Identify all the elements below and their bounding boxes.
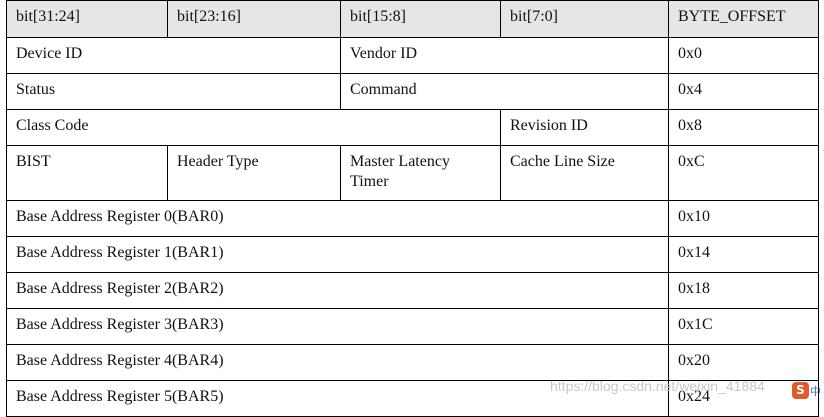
cell-offset: 0xC [668, 145, 819, 201]
cell-header-type: Header Type [167, 145, 341, 201]
cell-offset: 0x4 [668, 73, 819, 110]
cell-bar3: Base Address Register 3(BAR3) [6, 308, 669, 345]
cell-bar4: Base Address Register 4(BAR4) [6, 344, 669, 381]
csdn-watermark: https://blog.csdn.net/weixin_41884 [550, 378, 765, 394]
cell-offset: 0x18 [668, 272, 819, 309]
table-row: Base Address Register 4(BAR4) 0x20 [6, 344, 819, 381]
cell-status: Status [6, 73, 341, 110]
pci-config-header-table: bit[31:24] bit[23:16] bit[15:8] bit[7:0]… [6, 0, 819, 417]
cell-bar0: Base Address Register 0(BAR0) [6, 200, 669, 237]
header-cell-bit31-24: bit[31:24] [6, 0, 168, 38]
cell-offset: 0x8 [668, 109, 819, 146]
cell-class-code: Class Code [6, 109, 501, 146]
cell-bist: BIST [6, 145, 168, 201]
cell-offset: 0x10 [668, 200, 819, 237]
table-row: BIST Header Type Master Latency Timer Ca… [6, 145, 819, 201]
cell-master-latency-timer: Master Latency Timer [340, 145, 501, 201]
cell-offset: 0x0 [668, 37, 819, 74]
table-row: Status Command 0x4 [6, 73, 819, 110]
table-header-row: bit[31:24] bit[23:16] bit[15:8] bit[7:0]… [6, 0, 819, 38]
cell-device-id: Device ID [6, 37, 341, 74]
table-row: Device ID Vendor ID 0x0 [6, 37, 819, 74]
cell-offset: 0x1C [668, 308, 819, 345]
cell-command: Command [340, 73, 669, 110]
cell-offset: 0x20 [668, 344, 819, 381]
table-row: Base Address Register 1(BAR1) 0x14 [6, 236, 819, 273]
header-cell-bit7-0: bit[7:0] [500, 0, 669, 38]
table-row: Base Address Register 0(BAR0) 0x10 [6, 200, 819, 237]
cell-vendor-id: Vendor ID [340, 37, 669, 74]
language-icon: 中 [810, 385, 821, 398]
cell-bar1: Base Address Register 1(BAR1) [6, 236, 669, 273]
cell-cache-line-size: Cache Line Size [500, 145, 669, 201]
table-row: Base Address Register 3(BAR3) 0x1C [6, 308, 819, 345]
header-cell-bit23-16: bit[23:16] [167, 0, 341, 38]
table-row: Class Code Revision ID 0x8 [6, 109, 819, 146]
cell-offset: 0x14 [668, 236, 819, 273]
header-cell-bit15-8: bit[15:8] [340, 0, 501, 38]
csdn-logo-icon: S [792, 382, 809, 399]
table-row: Base Address Register 2(BAR2) 0x18 [6, 272, 819, 309]
header-cell-byte-offset: BYTE_OFFSET [668, 0, 819, 38]
cell-bar2: Base Address Register 2(BAR2) [6, 272, 669, 309]
cell-revision-id: Revision ID [500, 109, 669, 146]
